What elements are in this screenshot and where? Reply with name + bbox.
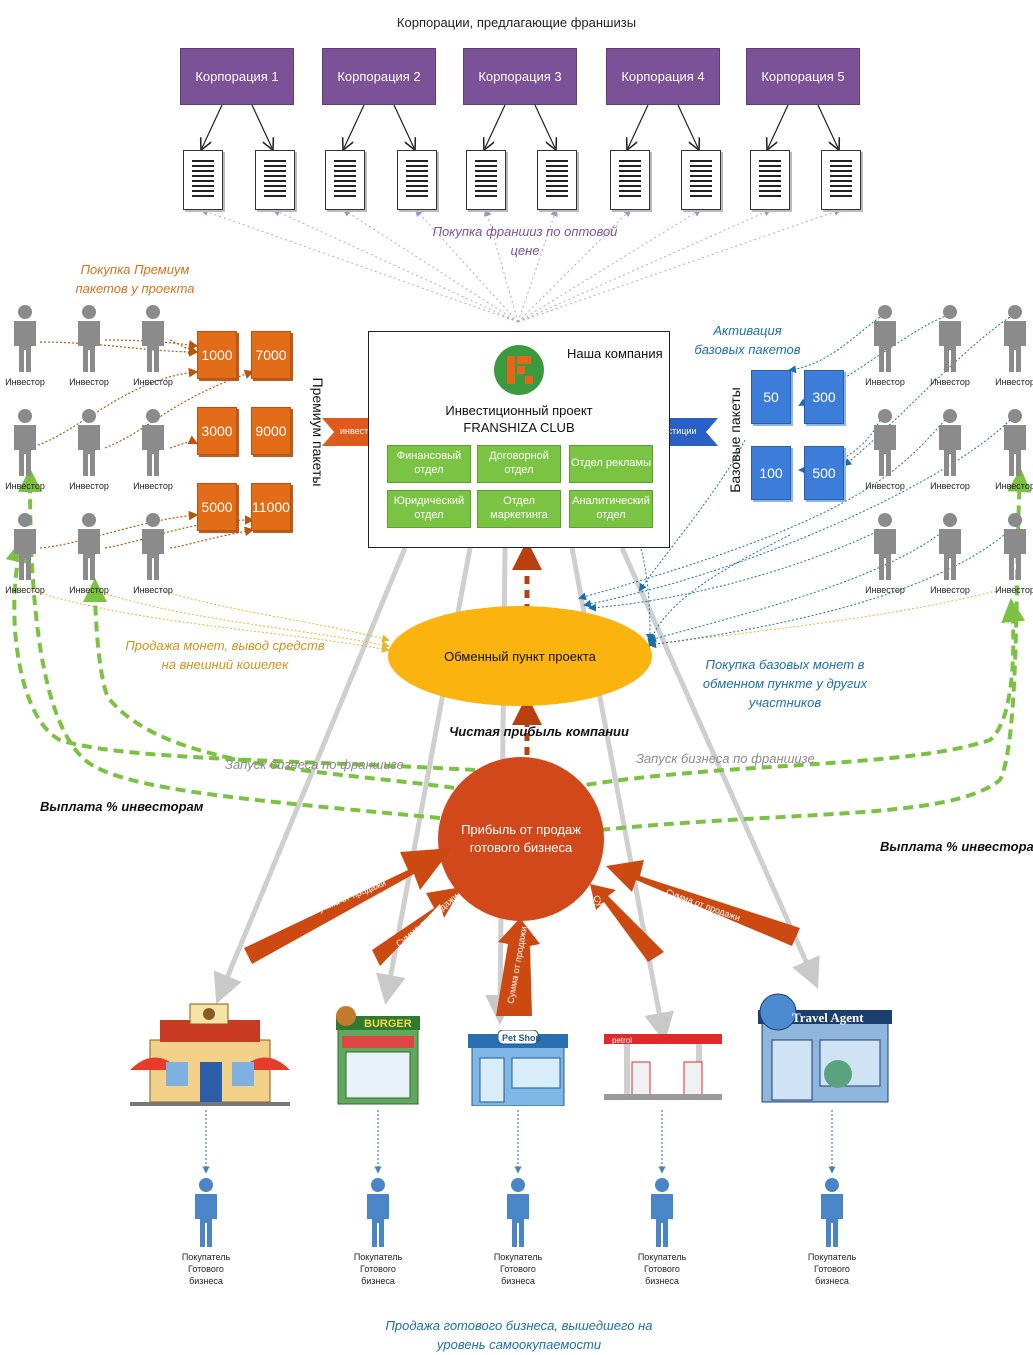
premium-packet: 5000 <box>197 483 237 531</box>
launch-note-left: Запуск бизнеса по франшизе <box>225 757 404 772</box>
premium-packet: 3000 <box>197 407 237 455</box>
investor-label: Инвестор <box>865 377 905 387</box>
exchange-ellipse: Обменный пункт проекта <box>388 606 652 706</box>
corporation-box: Корпорация 2 <box>322 48 436 105</box>
buyer-label: Покупатель Готового бизнеса <box>181 1252 231 1287</box>
buyer-label: Покупатель Готового бизнеса <box>807 1252 857 1287</box>
investor-label: Инвестор <box>133 377 173 387</box>
sales-arrow <box>244 848 452 964</box>
company-label: Наша компания <box>567 346 663 361</box>
document-icon <box>610 150 650 210</box>
base-packet: 300 <box>804 370 844 424</box>
sales-arrow <box>372 887 462 966</box>
investor-label: Инвестор <box>865 481 905 491</box>
pet-shop-sign: Pet Shop <box>502 1033 542 1043</box>
investor-label: Инвестор <box>69 481 109 491</box>
investor-label: Инвестор <box>995 377 1033 387</box>
sales-arrow <box>496 918 540 1016</box>
investor-label: Инвестор <box>69 585 109 595</box>
document-icon <box>325 150 365 210</box>
investor-label: Инвестор <box>5 377 45 387</box>
department-box: Юридический отдел <box>387 490 471 528</box>
bottom-note: Продажа готового бизнеса, вышедшего на у… <box>385 1318 653 1352</box>
investor-label: Инвестор <box>5 481 45 491</box>
buyer-label: Покупатель Готового бизнеса <box>493 1252 543 1287</box>
investor-label: Инвестор <box>930 481 970 491</box>
corporation-box: Корпорация 3 <box>463 48 577 105</box>
investor-label: Инвестор <box>133 585 173 595</box>
header-title: Корпорации, предлагающие франшизы <box>396 15 637 30</box>
corporation-box: Корпорация 1 <box>180 48 294 105</box>
document-icon <box>255 150 295 210</box>
base-packet: 50 <box>751 370 791 424</box>
base-packet: 500 <box>804 446 844 500</box>
investor-label: Инвестор <box>930 377 970 387</box>
travel-agent-icon: Travel Agent <box>758 993 892 1103</box>
document-icon <box>537 150 577 210</box>
gas-station-icon: petrol <box>604 1034 722 1100</box>
travel-agent-sign: Travel Agent <box>792 1010 864 1025</box>
document-icon <box>821 150 861 210</box>
corporation-box: Корпорация 5 <box>746 48 860 105</box>
premium-packet: 1000 <box>197 331 237 379</box>
cafe-icon <box>130 1003 290 1106</box>
sales-arrow <box>590 884 664 962</box>
project-name: FRANSHIZA CLUB <box>463 420 575 435</box>
document-icon <box>466 150 506 210</box>
investor-label: Инвестор <box>69 377 109 387</box>
investor-label: Инвестор <box>930 585 970 595</box>
burger-shop-icon: BURGER <box>336 1006 420 1105</box>
net-profit-note: Чистая прибыль компании <box>449 724 629 739</box>
premium-packet: 9000 <box>251 407 291 455</box>
investor-label: Инвестор <box>995 585 1033 595</box>
document-icon <box>183 150 223 210</box>
department-box: Аналитический отдел <box>569 490 653 528</box>
department-box: Отдел маркетинга <box>477 490 561 528</box>
investor-label: Инвестор <box>5 585 45 595</box>
launch-note-right: Запуск бизнеса по франшизе <box>636 751 815 766</box>
payout-note-left: Выплата % инвесторам <box>40 799 204 814</box>
investor-label: Инвестор <box>995 481 1033 491</box>
gas-station-sign: petrol <box>612 1036 632 1045</box>
investor-label: Инвестор <box>865 585 905 595</box>
pet-shop-icon: Pet Shop <box>468 1030 568 1106</box>
invest-arrow-right-label: инвестиции <box>648 426 697 436</box>
buyer-label: Покупатель Готового бизнеса <box>353 1252 403 1287</box>
coin-sale-note: Продажа монет, вывод средств на внешний … <box>125 638 325 672</box>
payout-note-right: Выплата % инвесторам <box>880 839 1033 854</box>
department-box: Отдел рекламы <box>569 445 653 483</box>
corporation-box: Корпорация 4 <box>606 48 720 105</box>
sales-arrow <box>606 860 800 946</box>
base-coin-purchase-note: Покупка базовых монет в обменном пункте … <box>702 657 868 710</box>
investor-label: Инвестор <box>133 481 173 491</box>
document-icon <box>750 150 790 210</box>
burger-sign: BURGER <box>364 1018 412 1030</box>
document-icon <box>681 150 721 210</box>
company-box: Наша компания Инвестиционный проект FRAN… <box>368 331 670 548</box>
wholesale-note: Покупка франшиз по оптовой цене <box>432 224 618 258</box>
department-box: Финансовый отдел <box>387 445 471 483</box>
premium-purchase-note: Покупка Премиум пакетов у проекта <box>75 262 195 296</box>
base-packet: 100 <box>751 446 791 500</box>
base-activation-note: Активация базовых пакетов <box>694 323 801 357</box>
premium-packet: 7000 <box>251 331 291 379</box>
premium-packet: 11000 <box>251 483 291 531</box>
department-box: Договорной отдел <box>477 445 561 483</box>
document-icon <box>397 150 437 210</box>
project-title: Инвестиционный проект <box>445 403 593 418</box>
profit-circle: Прибыль от продаж готового бизнеса <box>438 757 604 921</box>
invest-arrow-left-label: инвестиции <box>340 426 389 436</box>
franshiza-logo-icon <box>494 345 544 395</box>
buyer-label: Покупатель Готового бизнеса <box>637 1252 687 1287</box>
